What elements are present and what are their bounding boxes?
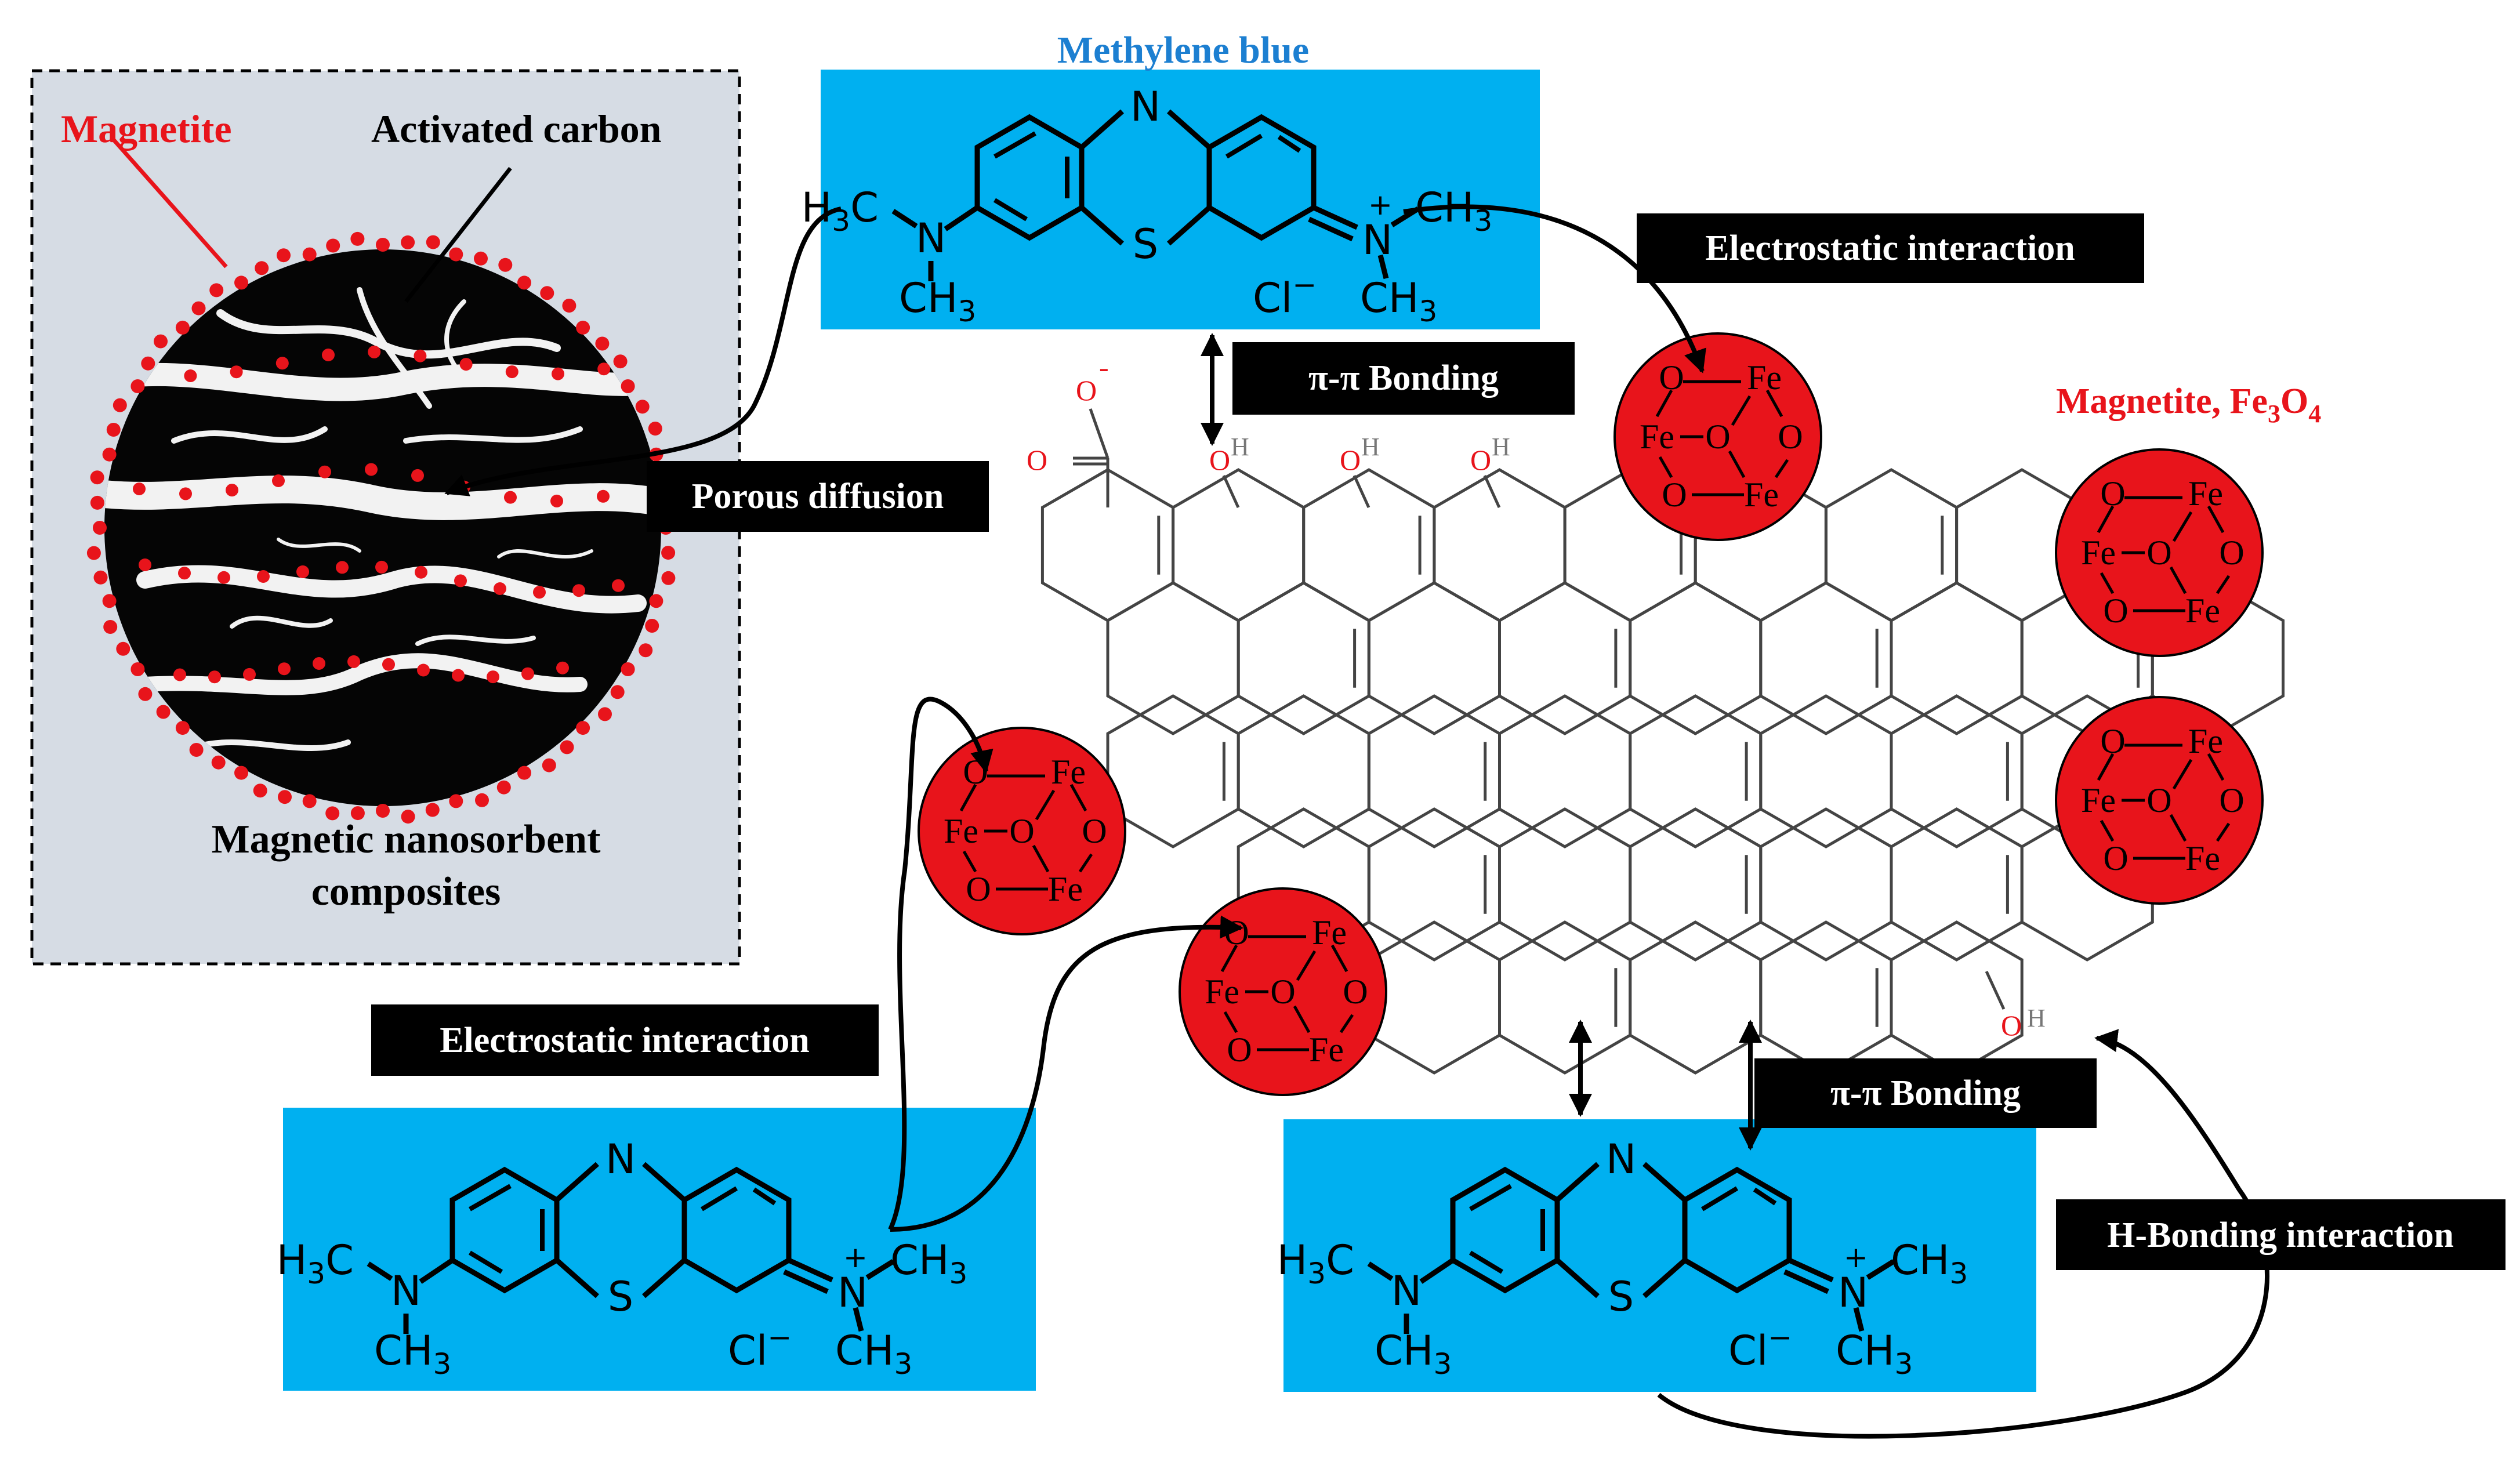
- methylene-blue-bottom-right: [1277, 1119, 2036, 1392]
- svg-text:π-π Bonding: π-π Bonding: [1308, 358, 1499, 398]
- nanosorbent-caption-line1: Magnetic nanosorbent: [212, 817, 601, 862]
- graphene-functional-groups: O O - O H O H O H O H: [1027, 351, 2046, 1042]
- fe3o4-cluster-bottom: [1180, 888, 1386, 1095]
- arrow-porous-diffusion: [444, 206, 842, 496]
- label-h-bonding: H-Bonding interaction: [2056, 1199, 2506, 1270]
- arrow-electrostatic-bottom: [890, 915, 1243, 1232]
- nanosorbent-panel: Magnetite Activated carbon Magnetic nano…: [30, 69, 741, 966]
- label-pi-bonding-top: π-π Bonding: [1232, 342, 1575, 415]
- methylene-blue-bottom-left: [277, 1108, 1036, 1391]
- arrow-electrostatic-left: [888, 697, 994, 1231]
- magnetite-label: Magnetite: [61, 107, 232, 151]
- label-electrostatic-top: Electrostatic interaction: [1637, 213, 2144, 283]
- hydroxyl-3-oxygen: O: [1470, 444, 1491, 476]
- methylene-blue-top: [802, 70, 1540, 329]
- label-electrostatic-bottom: Electrostatic interaction: [371, 1004, 879, 1076]
- svg-text:H-Bonding interaction: H-Bonding interaction: [2107, 1216, 2454, 1255]
- hydroxyl-4-hydrogen: H: [2027, 1004, 2046, 1032]
- fe3o4-cluster-left: [919, 728, 1125, 934]
- label-porous-diffusion: Porous diffusion: [647, 461, 989, 532]
- hydroxyl-3-hydrogen: H: [1492, 433, 1510, 461]
- magnetite-fe3o4-label: Magnetite, Fe3O4: [2056, 382, 2321, 428]
- svg-text:π-π Bonding: π-π Bonding: [1830, 1073, 2021, 1113]
- activated-carbon-label: Activated carbon: [371, 107, 661, 151]
- fe3o4-cluster-top-center: [1615, 333, 1821, 540]
- svg-text:Porous diffusion: Porous diffusion: [692, 477, 944, 516]
- fe3o4-cluster-right-upper: [2056, 449, 2262, 656]
- label-pi-bonding-bottom: π-π Bonding: [1754, 1058, 2097, 1128]
- carboxyl-oxygen-double: O: [1027, 444, 1047, 476]
- methylene-blue-title: Methylene blue: [1057, 29, 1309, 71]
- hydroxyl-1-hydrogen: H: [1231, 433, 1249, 461]
- hydroxyl-1-oxygen: O: [1209, 444, 1230, 476]
- nanosorbent-caption-line2: composites: [311, 869, 501, 914]
- fe3o4-cluster-right-lower: [2056, 697, 2262, 904]
- hydroxyl-2-oxygen: O: [1340, 444, 1361, 476]
- graphene-oxide-sheet: [1040, 468, 2285, 1075]
- arrow-electrostatic-top: [1403, 204, 1706, 373]
- hydroxyl-4-oxygen: O: [2001, 1009, 2022, 1042]
- svg-text:Electrostatic interaction: Electrostatic interaction: [440, 1021, 810, 1060]
- carboxyl-oxygen-anion: O: [1076, 374, 1097, 407]
- hydroxyl-2-hydrogen: H: [1361, 433, 1380, 461]
- arrow-h-bonding: [1657, 1029, 2269, 1439]
- interaction-arrows: [444, 204, 2269, 1439]
- svg-text:Electrostatic interaction: Electrostatic interaction: [1705, 228, 2075, 268]
- carboxyl-charge: -: [1099, 351, 1109, 383]
